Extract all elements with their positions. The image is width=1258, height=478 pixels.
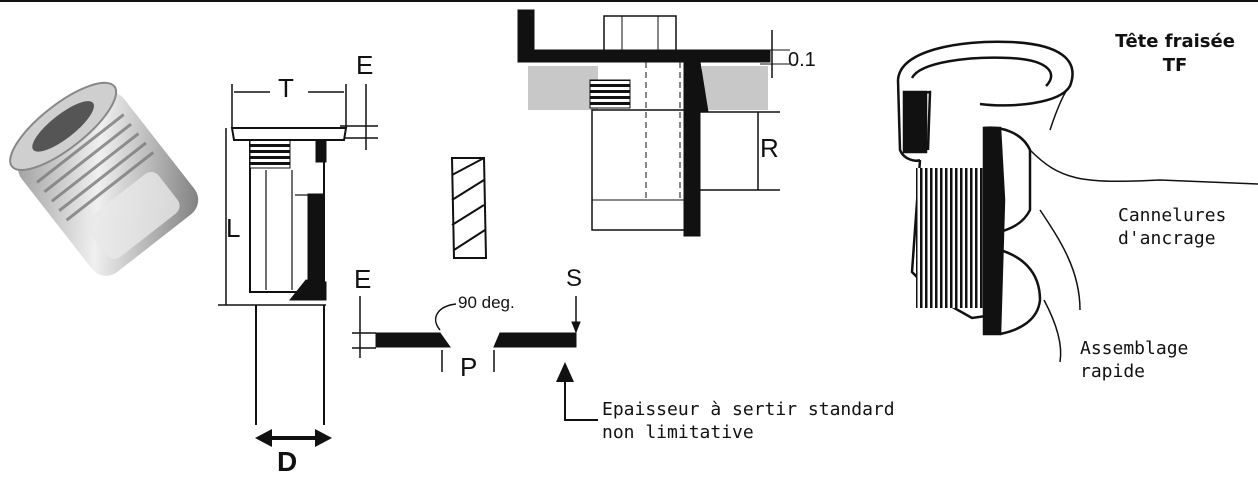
dimension-E-top-label: E: [356, 50, 374, 80]
cannelures-line-1: Cannelures: [1118, 205, 1227, 226]
hatched-section-detail: [450, 157, 488, 259]
thickness-pointer-arrow: [556, 362, 598, 421]
product-title: Tête fraisée TF: [1100, 30, 1250, 78]
epaisseur-line-1: Epaisseur à sertir standard: [602, 399, 895, 420]
assemblage-label: Assemblage rapide: [1080, 337, 1188, 383]
assemblage-line-2: rapide: [1080, 361, 1146, 382]
dimension-S-label: S: [566, 265, 583, 292]
plate-countersink-drawing: [352, 296, 581, 372]
epaisseur-line-2: non limitative: [602, 422, 754, 443]
assemblage-line-1: Assemblage: [1080, 338, 1189, 359]
d-dimension-arrow: [255, 429, 332, 447]
epaisseur-label: Epaisseur à sertir standard non limitati…: [602, 398, 895, 444]
cannelures-label: Cannelures d'ancrage: [1118, 204, 1226, 250]
angle-90-deg-label: 90 deg.: [458, 293, 515, 312]
rivet-nut-photo: [9, 81, 199, 276]
cannelures-line-2: d'ancrage: [1118, 228, 1216, 249]
cutaway-installed-rivet-nut: [896, 40, 1258, 363]
dimension-T-label: T: [278, 73, 294, 103]
dimension-01-label: 0.1: [788, 49, 816, 71]
product-title-line-1: Tête fraisée: [1115, 31, 1235, 52]
installed-section-drawing: [517, 9, 790, 237]
dimension-L-label: L: [226, 213, 241, 243]
product-title-line-2: TF: [1162, 55, 1188, 76]
dimension-R-label: R: [760, 133, 779, 163]
dimension-E-bottom-label: E: [354, 264, 372, 294]
dimension-P-label: P: [460, 352, 478, 382]
side-profile-drawing: [218, 84, 378, 425]
dimension-D-label: D: [277, 446, 298, 477]
